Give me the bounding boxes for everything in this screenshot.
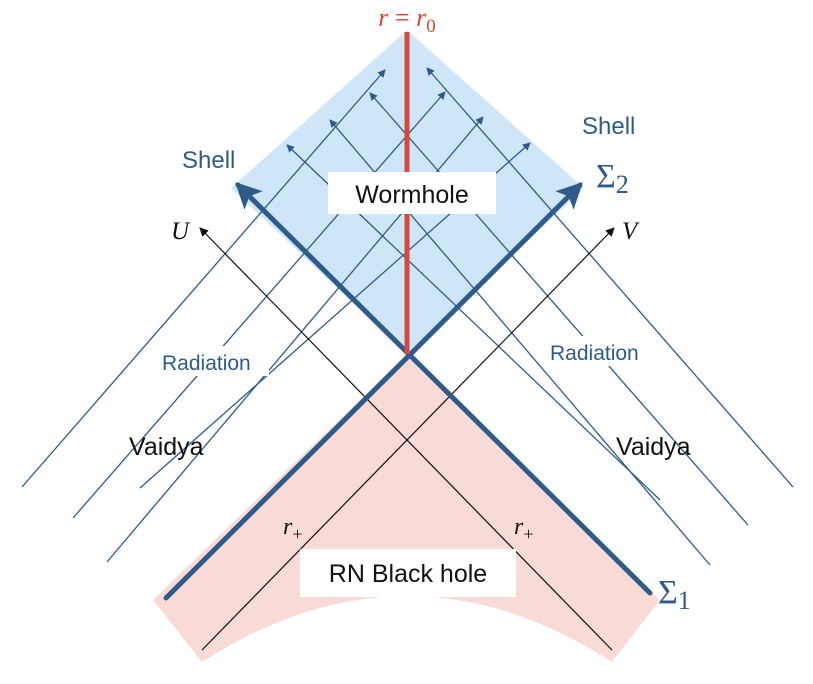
black-hole-label-box bbox=[300, 549, 516, 597]
radiation-right-label: Radiation bbox=[550, 342, 639, 365]
v-axis-label: V bbox=[622, 218, 640, 245]
wormhole-label: Wormhole bbox=[355, 181, 468, 209]
sigma1-label: Σ1 bbox=[658, 574, 691, 615]
shell-sigma1 bbox=[163, 182, 583, 601]
worldline-label: r = r0 bbox=[378, 3, 435, 37]
shells bbox=[163, 182, 653, 601]
black-hole-region bbox=[153, 354, 660, 662]
r-plus-right-label: r+ bbox=[514, 514, 534, 544]
vaidya-left-label: Vaidya bbox=[129, 433, 204, 461]
r-plus-left-label: r+ bbox=[283, 514, 303, 544]
u-axis-line bbox=[199, 227, 613, 651]
shell-sigma2 bbox=[235, 182, 653, 596]
v-axis-line bbox=[201, 227, 615, 651]
radiation-left-label: Radiation bbox=[162, 352, 251, 375]
vaidya-right-label: Vaidya bbox=[616, 433, 691, 461]
shell-left-label: Shell bbox=[182, 147, 235, 174]
wormhole-label-box bbox=[328, 172, 496, 214]
shell-right-label: Shell bbox=[582, 113, 635, 140]
sigma2-label: Σ2 bbox=[596, 158, 629, 199]
black-hole-label: RN Black hole bbox=[329, 560, 487, 588]
u-axis-label: U bbox=[171, 218, 191, 245]
null-axes bbox=[199, 227, 615, 651]
